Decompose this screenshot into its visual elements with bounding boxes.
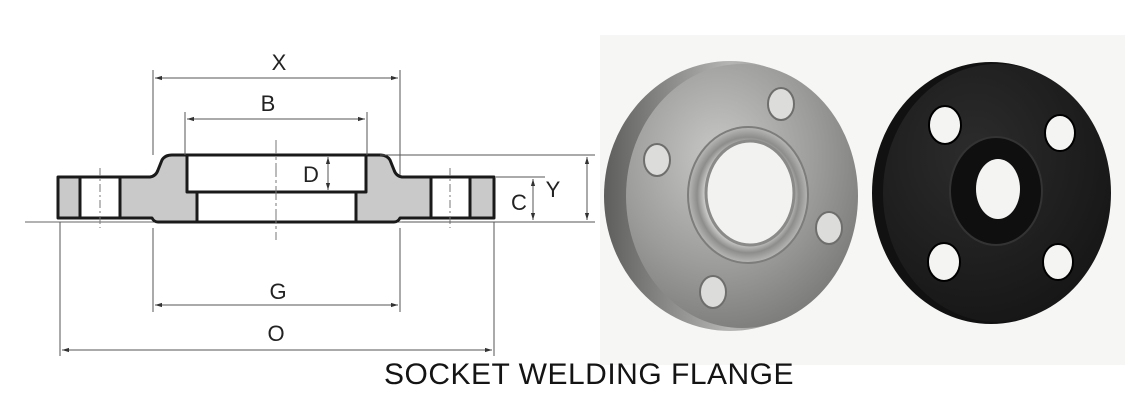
dimension-label-d: D	[303, 162, 319, 187]
dimension-label-o: O	[267, 321, 285, 346]
carbon-steel-flange-photo	[872, 62, 1111, 324]
dimension-label-x: X	[271, 50, 287, 75]
dimension-label-b: B	[260, 91, 276, 116]
dimension-lines	[59, 70, 595, 356]
dimension-label-y: Y	[545, 177, 561, 202]
figure-title: SOCKET WELDING FLANGE	[384, 358, 795, 391]
stainless-steel-flange-photo	[604, 61, 858, 331]
dimension-label-g: G	[269, 279, 287, 304]
flange-cross-section	[25, 140, 580, 240]
dimension-label-c: C	[511, 190, 527, 215]
